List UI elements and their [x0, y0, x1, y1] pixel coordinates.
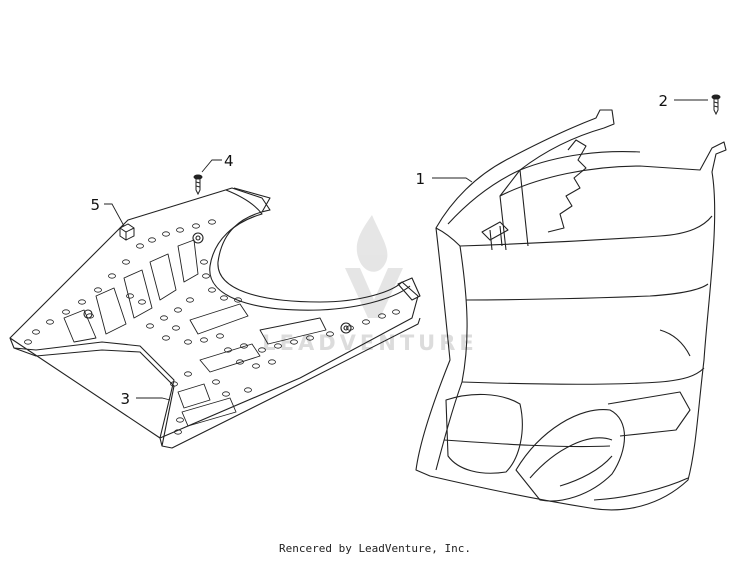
part-3-floor-plate	[9, 187, 421, 449]
flame-icon	[356, 215, 388, 272]
watermark-text: LEADVENTURE	[262, 331, 477, 355]
v-logo-icon	[345, 268, 403, 318]
callout-1: 1	[415, 170, 425, 188]
callout-2: 2	[658, 92, 668, 110]
leader-3	[136, 397, 171, 401]
footer-credit: Rencered by LeadVenture, Inc.	[278, 542, 472, 555]
leader-5	[104, 203, 125, 227]
part-1-front-cover	[415, 109, 727, 511]
part-2-screw	[711, 94, 721, 116]
callout-3: 3	[120, 390, 130, 408]
leadventure-watermark: LEADVENTURE	[262, 215, 477, 355]
part-5-clip-nut	[119, 223, 135, 241]
plate-slots	[63, 239, 327, 427]
leader-lines	[104, 99, 708, 401]
leader-1	[432, 177, 473, 183]
callout-5: 5	[90, 196, 100, 214]
leader-4	[201, 159, 222, 173]
plate-holes	[24, 219, 400, 435]
callout-4: 4	[224, 152, 234, 170]
part-4-screw	[193, 174, 203, 196]
